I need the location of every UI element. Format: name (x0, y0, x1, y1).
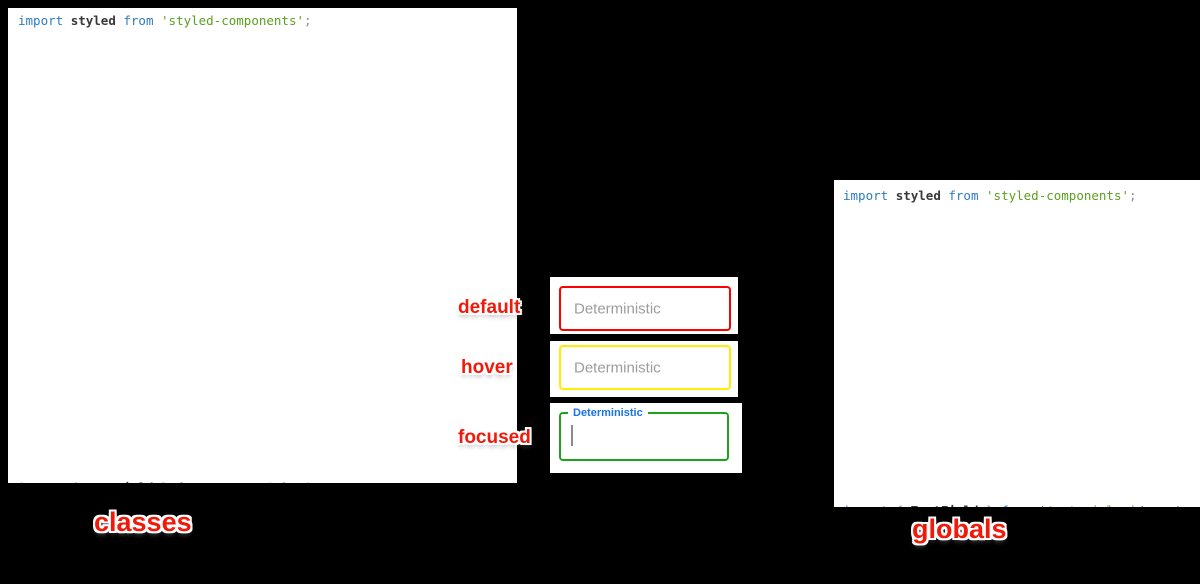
textfield-card-default: Deterministic (550, 277, 738, 334)
label-hover: hover (461, 357, 513, 378)
label-default: default (458, 297, 521, 318)
textfield-default[interactable]: Deterministic (559, 286, 731, 331)
code-token: styled (70, 13, 124, 28)
code-token: { (71, 480, 86, 483)
code-token: ; (1182, 503, 1190, 507)
label-focused: focused (458, 427, 531, 448)
textfield-card-focused: Deterministic (550, 403, 742, 473)
code-token: styled (895, 188, 949, 203)
code-token: 'styled-components' (986, 188, 1130, 203)
textfield-hover[interactable]: Deterministic (559, 345, 731, 390)
code-line: import styled from 'styled-components'; (843, 186, 1200, 501)
code-token: '@material-ui/core' (1039, 503, 1182, 507)
code-token: import (843, 188, 896, 203)
code-panel-globals: import styled from 'styled-components';i… (834, 180, 1200, 507)
code-token: from (1001, 503, 1039, 507)
textfield-default-placeholder: Deterministic (574, 300, 661, 317)
code-token: import (18, 480, 71, 483)
code-token: from (176, 480, 214, 483)
textfield-card-hover: Deterministic (550, 341, 738, 397)
code-line: import { TextField } from '@material-ui/… (843, 501, 1200, 507)
textfield-focused-label: Deterministic (568, 406, 648, 420)
code-token: 'styled-components' (161, 13, 305, 28)
textfield-focused[interactable]: Deterministic (559, 406, 729, 461)
code-token: ; (304, 13, 312, 28)
code-token: from (123, 13, 162, 28)
code-token: ; (1129, 188, 1137, 203)
code-line: import { TextField } from '@material-ui/… (18, 479, 507, 483)
code-token: TextField (911, 503, 979, 507)
text-cursor (571, 425, 573, 446)
code-token: from (948, 188, 987, 203)
code-token: } (978, 503, 1001, 507)
textfield-hover-placeholder: Deterministic (574, 359, 661, 376)
code-line: import styled from 'styled-components'; (18, 12, 507, 479)
code-token: '@material-ui/core' (214, 480, 357, 483)
code-token: TextField (86, 480, 154, 483)
code-token: import (843, 503, 896, 507)
code-token: ; (357, 480, 365, 483)
code-token: } (153, 480, 176, 483)
code-token: import (18, 13, 71, 28)
caption-classes: classes (94, 507, 192, 537)
caption-globals: globals (912, 514, 1007, 544)
code-panel-classes: import styled from 'styled-components';i… (8, 8, 517, 483)
code-token: { (896, 503, 911, 507)
